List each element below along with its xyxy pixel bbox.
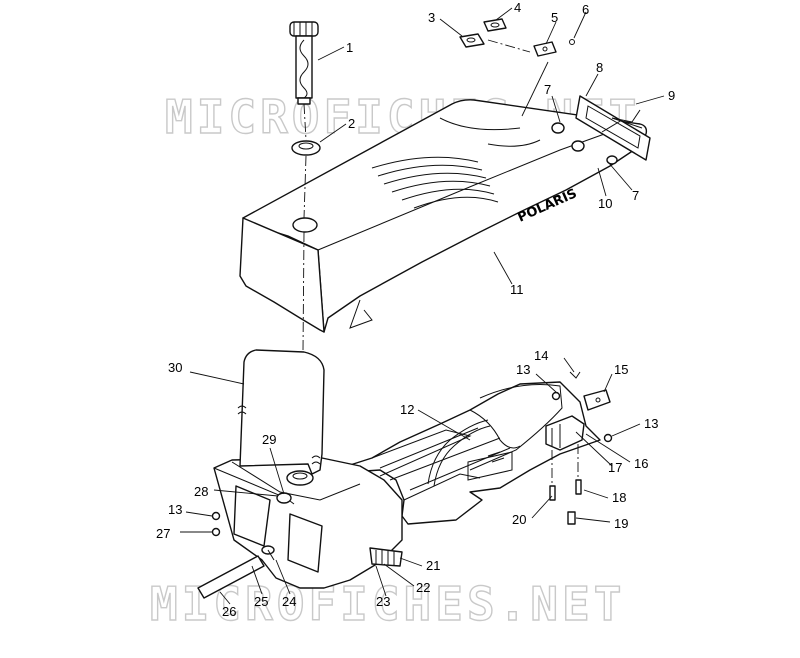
callout-9: 9 <box>668 88 675 103</box>
taillight-pads <box>459 18 575 57</box>
callout-10: 10 <box>598 196 612 211</box>
callout-28: 28 <box>194 484 208 499</box>
callout-26: 26 <box>222 604 236 619</box>
callout-14: 14 <box>534 348 548 363</box>
seat-assembly: POLARIS <box>239 99 648 333</box>
callout-22: 22 <box>416 580 430 595</box>
fuel-tank <box>213 457 403 589</box>
callout-2: 2 <box>348 116 355 131</box>
callout-8: 8 <box>596 60 603 75</box>
callout-29: 29 <box>262 432 276 447</box>
callout-20: 20 <box>512 512 526 527</box>
callout-25: 25 <box>254 594 268 609</box>
callout-4: 4 <box>514 0 521 15</box>
callout-27: 27 <box>156 526 170 541</box>
callout-7b: 7 <box>632 188 639 203</box>
tank-strap <box>237 349 325 475</box>
callout-5: 5 <box>551 10 558 25</box>
callout-30: 30 <box>168 360 182 375</box>
callout-6: 6 <box>582 2 589 17</box>
leader-lines <box>180 7 665 605</box>
callout-24: 24 <box>282 594 296 609</box>
fuel-pump <box>211 371 613 537</box>
callout-15: 15 <box>614 362 628 377</box>
callout-13a: 13 <box>516 362 530 377</box>
fuel-grommet <box>291 140 321 156</box>
fuel-line <box>197 545 275 599</box>
callout-1: 1 <box>346 40 353 55</box>
callout-7a: 7 <box>544 82 551 97</box>
callout-13b: 13 <box>644 416 658 431</box>
taillight-lens <box>575 95 651 161</box>
taillight-screw-bushings <box>551 122 618 165</box>
callout-16: 16 <box>634 456 648 471</box>
seat-filler-hole <box>292 217 318 233</box>
callout-13c: 13 <box>168 502 182 517</box>
callout-11: 11 <box>510 282 524 297</box>
callout-labels: 1 2 3 4 5 6 7 7 8 9 10 11 12 13 13 13 14… <box>156 0 675 619</box>
callout-19: 19 <box>614 516 628 531</box>
callout-17: 17 <box>608 460 622 475</box>
callout-18: 18 <box>612 490 626 505</box>
callout-23: 23 <box>376 594 390 609</box>
callout-21: 21 <box>426 558 440 573</box>
callout-12: 12 <box>400 402 414 417</box>
fuel-line-12 <box>427 419 489 485</box>
callout-3: 3 <box>428 10 435 25</box>
mounting-bolts <box>549 444 582 525</box>
fuel-cap <box>289 21 319 105</box>
